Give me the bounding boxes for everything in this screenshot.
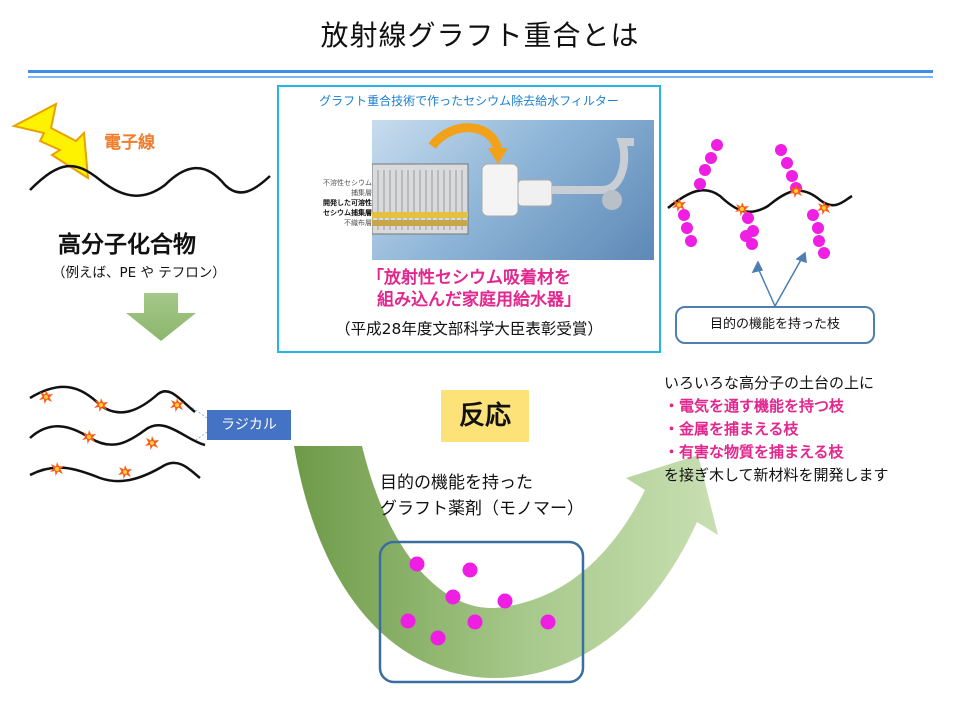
grafted-branches — [678, 139, 830, 259]
photo-caption: グラフト重合技術で作ったセシウム除去給水フィルター — [319, 94, 619, 108]
title-divider — [28, 70, 933, 73]
description-item: ・電気を通す機能を持つ枝 — [664, 397, 845, 415]
photo-title-line: 組み込んだ家庭用給水器」 — [377, 290, 581, 310]
photo-title-line: 「放射性セシウム吸着材を — [367, 268, 571, 288]
radical-star-icon — [82, 430, 96, 444]
lightning-bolt-icon — [11, 102, 90, 180]
filter-layer-labels: 不溶性セシウム 捕集層 開発した可溶性 セシウム捕集層 不織布層 — [286, 178, 372, 228]
down-arrow-icon — [126, 293, 196, 341]
radical-connector — [189, 405, 208, 441]
monomer-label-line: グラフト薬剤（モノマー） — [380, 499, 584, 519]
branch-label: 目的の機能を持った枝 — [675, 306, 875, 344]
layer-label: 不溶性セシウム — [323, 179, 372, 187]
award-text: （平成28年度文部科学大臣表彰受賞） — [335, 320, 603, 338]
description-intro: いろいろな高分子の土台の上に — [664, 374, 875, 392]
polymer-chain — [29, 164, 271, 197]
monomer-label-line: 目的の機能を持った — [380, 473, 533, 493]
layer-label: 捕集層 — [351, 189, 372, 197]
radical-chains — [29, 385, 206, 483]
electron-beam-label: 電子線 — [104, 133, 155, 153]
photo-title: 「放射性セシウム吸着材を 組み込んだ家庭用給水器」 — [282, 267, 656, 311]
description: いろいろな高分子の土台の上に ・電気を通す機能を持つ枝 ・金属を捕まえる枝 ・有… — [664, 372, 954, 487]
radical-label: ラジカル — [207, 410, 291, 440]
layer-label: 開発した可溶性 — [323, 199, 372, 207]
monomer-box — [378, 540, 585, 684]
radical-star-icon — [817, 201, 831, 215]
page-title: 放射線グラフト重合とは — [320, 19, 640, 52]
description-item: ・有害な物質を捕まえる枝 — [664, 443, 844, 461]
filter-photo — [371, 120, 654, 260]
water-filter-illustration — [371, 123, 634, 235]
monomer-dots — [400, 556, 556, 646]
description-outro: を接ぎ木して新材料を開発します — [664, 466, 889, 484]
radical-star-icon — [118, 465, 132, 479]
layer-label: 不織布層 — [344, 219, 372, 227]
curved-green-arrow-icon — [294, 446, 718, 678]
grafted-polymer-chain — [667, 188, 853, 214]
radical-star-icon — [145, 436, 159, 450]
branch-pointers — [751, 251, 807, 307]
reaction-label: 反応 — [441, 390, 529, 442]
description-item: ・金属を捕まえる枝 — [664, 420, 799, 438]
layer-label: セシウム捕集層 — [323, 209, 372, 217]
polymer-example: （例えば、PE や テフロン） — [52, 265, 226, 281]
polymer-label: 高分子化合物 — [58, 232, 196, 258]
monomer-label: 目的の機能を持った グラフト薬剤（モノマー） — [380, 470, 584, 522]
title-divider-thin — [28, 76, 933, 78]
